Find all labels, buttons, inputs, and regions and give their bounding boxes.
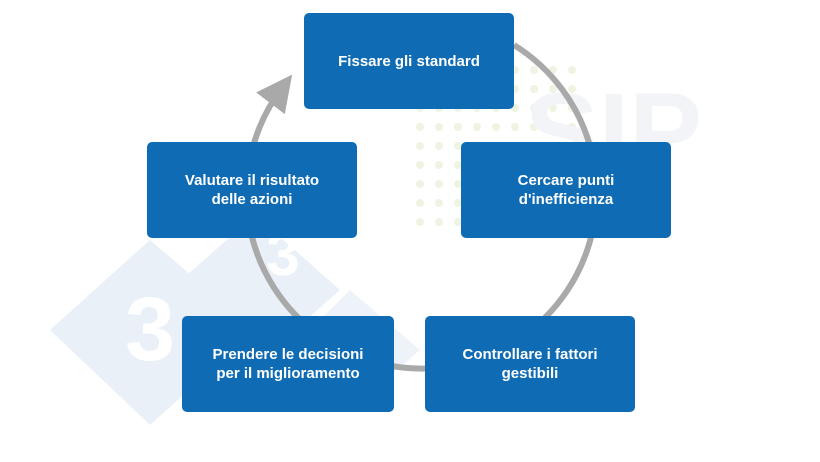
watermark-dot (530, 104, 538, 112)
watermark-dot (568, 85, 576, 93)
watermark-dot (530, 85, 538, 93)
step-label-line1: Prendere le decisioni (212, 346, 364, 363)
watermark-dot (416, 161, 424, 169)
step-label-line2: per il miglioramento (216, 365, 360, 382)
watermark-dot (435, 123, 443, 131)
watermark-dot (530, 123, 538, 131)
step-label-line1: Cercare punti (517, 172, 615, 189)
watermark-digit: 3 (125, 280, 175, 380)
step-prendere-decisioni: Prendere le decisioni per il miglioramen… (182, 316, 394, 412)
watermark-dot (435, 161, 443, 169)
watermark-dot (568, 123, 576, 131)
step-label-line1: Valutare il risultato (184, 172, 320, 189)
watermark-dot (435, 218, 443, 226)
watermark-dot (549, 85, 557, 93)
watermark-dot (511, 123, 519, 131)
watermark-dot (454, 161, 462, 169)
step-label-line2: d'inefficienza (518, 191, 614, 208)
watermark-dot (454, 180, 462, 188)
watermark-dot (416, 180, 424, 188)
watermark-dot (454, 142, 462, 150)
watermark-dot (549, 123, 557, 131)
watermark-dot (454, 123, 462, 131)
watermark-dot (530, 66, 538, 74)
step-fissare-standard: Fissare gli standard (304, 13, 514, 109)
watermark-dot (568, 66, 576, 74)
step-label-line1: Controllare i fattori (462, 346, 598, 363)
step-cercare-inefficienza: Cercare punti d'inefficienza (461, 142, 671, 238)
watermark-dot (435, 180, 443, 188)
watermark-dot (492, 123, 500, 131)
watermark-dot (454, 199, 462, 207)
step-valutare-risultato: Valutare il risultato delle azioni (147, 142, 357, 238)
step-label-line2: gestibili (501, 365, 559, 382)
watermark-dot (473, 123, 481, 131)
watermark-dot (416, 142, 424, 150)
watermark-dot (454, 218, 462, 226)
step-label-line2: delle azioni (211, 191, 293, 208)
step-label-line1: Fissare gli standard (338, 52, 480, 70)
watermark-dot (549, 104, 557, 112)
watermark-dot (435, 199, 443, 207)
watermark-dot (416, 123, 424, 131)
watermark-dot (435, 142, 443, 150)
watermark-dot (416, 218, 424, 226)
step-controllare-fattori: Controllare i fattori gestibili (425, 316, 635, 412)
watermark-dot (416, 199, 424, 207)
